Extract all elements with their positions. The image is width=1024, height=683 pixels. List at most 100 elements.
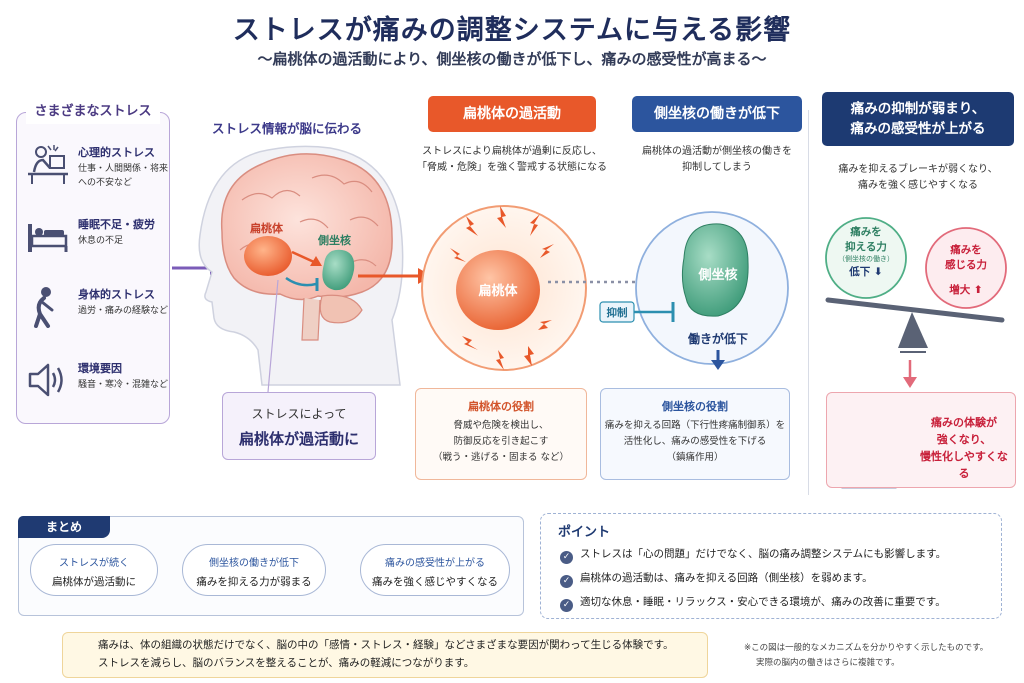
check-icon: ✓ xyxy=(560,599,573,612)
accumbens-circle-label: 側坐核 xyxy=(698,268,738,283)
pain-feel-line1: 痛みを xyxy=(950,244,982,256)
page-title: ストレスが痛みの調整システムに与える影響 xyxy=(232,15,792,46)
stress-item-title: 身体的ストレス xyxy=(78,288,155,301)
inhibit-label: 抑制 xyxy=(606,307,628,319)
brain-section-title: ストレス情報が脳に伝わる xyxy=(212,121,363,136)
result-desc: 痛みを抑えるブレーキが弱くなり、 痛みを強く感じやすくなる xyxy=(818,162,1018,194)
tip-box xyxy=(62,632,708,678)
amygdala-badge: 扁桃体の過活動 xyxy=(428,96,596,132)
bed-icon xyxy=(28,224,68,252)
inhibit-tag xyxy=(599,301,635,323)
amygdala-role-line1: 脅威や危険を検出し、 xyxy=(453,420,549,431)
pain-experience-line3: 慢性化しやすくなる xyxy=(920,450,1008,480)
accumbens-role-box: 側坐核の役割 痛みを抑える回路（下行性疼痛制御系）を 活性化し、痛みの感受性を下… xyxy=(600,388,790,480)
accumbens-role-title: 側坐核の役割 xyxy=(662,400,728,413)
pain-experience-line1: 痛みの体験が xyxy=(931,416,997,429)
amygdala-desc: ストレスにより扁桃体が過剰に反応し、 「脅威・危険」を強く警戒する状態になる xyxy=(402,144,622,176)
seesaw-beam xyxy=(825,297,1005,323)
stress-item: 睡眠不足・疲労 休息の不足 xyxy=(22,212,168,272)
accumbens-role-line1: 痛みを抑える回路（下行性疼痛制御系）を xyxy=(604,420,786,431)
stress-item: 環境要因 騒音・寒冷・混雑など xyxy=(22,356,168,416)
summary-step-bottom: 扁桃体が過活動に xyxy=(52,576,136,588)
stress-item-detail: 過労・痛みの経験など xyxy=(78,306,169,316)
point-item: ✓適切な休息・睡眠・リラックス・安心できる環境が、痛みの改善に重要です。 xyxy=(560,594,946,612)
inhibit-line xyxy=(285,276,317,287)
pain-experience-line2: 強くなり、 xyxy=(936,433,992,446)
stress-item: 心理的ストレス 仕事・人間関係・将来への不安など xyxy=(22,140,168,200)
summary-step: ストレスが続く 扁桃体が過活動に xyxy=(30,544,158,596)
decline-label: 働きが低下 xyxy=(687,332,748,346)
accumbens-desc: 扁桃体の過活動が側坐核の働きを 抑制してしまう xyxy=(612,144,822,176)
pain-feel-line2: 感じる力 xyxy=(945,259,987,271)
amygdala-big xyxy=(456,250,540,330)
summary-step-bottom: 痛みを抑える力が弱まる xyxy=(196,576,312,588)
result-desc-line1: 痛みを抑えるブレーキが弱くなり、 xyxy=(838,164,998,175)
section-divider xyxy=(808,110,809,495)
accumbens-label: 側坐核 xyxy=(318,234,351,247)
decline-arrow-head xyxy=(711,360,725,370)
accumbens-role-line2: 活性化し、痛みの感受性を下げる xyxy=(623,436,767,447)
cerebellum xyxy=(319,294,363,324)
accumbens-role-line3: （鎮痛作用） xyxy=(666,452,724,463)
summary-step: 痛みの感受性が上がる 痛みを強く感じやすくなる xyxy=(360,544,510,596)
accumbens-desc-line1: 扁桃体の過活動が側坐核の働きを xyxy=(642,146,792,157)
pain-feel-circle xyxy=(925,227,1007,309)
tired-person-icon xyxy=(34,287,54,328)
stress-item: 身体的ストレス 過労・痛みの経験など xyxy=(22,282,168,342)
point-item: ✓扁桃体の過活動は、痛みを抑える回路（側坐核）を弱めます。 xyxy=(560,570,873,588)
pain-inhibit-text: 痛みを 抑える力 （側坐核の働き） 低下 ⬇ xyxy=(826,224,906,279)
amygdala-small xyxy=(244,236,292,276)
accumbens-small xyxy=(322,249,355,291)
accumbens-desc-line2: 抑制してしまう xyxy=(682,162,752,173)
point-item: ✓ストレスは「心の問題」だけでなく、脳の痛み調整システムにも影響します。 xyxy=(560,546,946,564)
pain-experience-box xyxy=(826,392,1016,488)
points-box xyxy=(540,513,1002,619)
stress-item-detail: 休息の不足 xyxy=(78,236,124,246)
pain-feel-text: 痛みを 感じる力 増大 ⬆ xyxy=(926,242,1006,297)
check-icon: ✓ xyxy=(560,575,573,588)
seesaw-fulcrum xyxy=(898,312,928,348)
summary-step-bottom: 痛みを強く感じやすくなる xyxy=(372,576,498,588)
brain-callout: ストレスによって 扁桃体が過活動に xyxy=(222,392,376,460)
amygdala-circle-label: 扁桃体 xyxy=(478,284,518,299)
accumbens-big xyxy=(681,223,749,317)
footnote-line2: 実際の脳内の働きはさらに複雑です。 xyxy=(756,658,900,668)
down-arrow-icon: ⬇ xyxy=(870,266,883,278)
callout-line1: ストレスによって xyxy=(251,407,347,421)
result-badge-line1: 痛みの抑制が弱まり、 xyxy=(850,101,986,117)
excite-arrow xyxy=(291,250,315,264)
brain-stem xyxy=(301,297,321,341)
stress-item-title: 環境要因 xyxy=(78,362,122,375)
amygdala-role-line2: 防御反応を引き起こす xyxy=(453,436,549,447)
summary-step-top: ストレスが続く xyxy=(59,558,129,569)
pain-experience-text: 痛みの体験が 強くなり、 慢性化しやすくなる xyxy=(918,414,1010,482)
result-badge-line2: 痛みの感受性が上がる xyxy=(850,121,986,137)
pain-inhibit-line4: 低下 ⬇ xyxy=(849,266,883,278)
summary-step: 側坐核の働きが低下 痛みを抑える力が弱まる xyxy=(182,544,326,596)
stress-item-title: 睡眠不足・疲労 xyxy=(78,218,155,231)
footnote-line1: ※この図は一般的なメカニズムを分かりやすく示したものです。 xyxy=(744,643,989,653)
amygdala-desc-line1: ストレスにより扁桃体が過剰に反応し、 xyxy=(422,146,602,157)
pain-inhibit-circle xyxy=(825,217,907,299)
tip-line1: 痛みは、体の組織の状態だけでなく、脳の中の「感情・ストレス・経験」などさまざまな… xyxy=(98,639,674,651)
amygdala-role-line3: （戦う・逃げる・固まる など） xyxy=(432,452,570,463)
alert-bolts xyxy=(450,206,554,370)
pain-inhibit-line2: 抑える力 xyxy=(845,241,887,253)
pain-feel-line3: 増大 ⬆ xyxy=(949,284,983,296)
desk-stress-icon xyxy=(28,145,68,184)
tip-line2: ストレスを減らし、脳のバランスを整えることが、痛みの軽減につながります。 xyxy=(98,657,475,669)
stress-panel-title: さまざまなストレス xyxy=(26,100,160,124)
result-desc-line2: 痛みを強く感じやすくなる xyxy=(858,180,978,191)
summary-step-top: 痛みの感受性が上がる xyxy=(385,558,485,569)
brain-shape xyxy=(220,153,393,301)
stress-item-detail: 騒音・寒冷・混雑など xyxy=(78,380,169,390)
amygdala-role-box: 扁桃体の役割 脅威や危険を検出し、 防御反応を引き起こす （戦う・逃げる・固まる… xyxy=(415,388,587,480)
tip-text: 痛みは、体の組織の状態だけでなく、脳の中の「感情・ストレス・経験」などさまざまな… xyxy=(98,636,674,672)
callout-pointer xyxy=(267,279,279,393)
excite-arrow-head xyxy=(310,256,322,266)
speaker-icon xyxy=(28,363,63,397)
amygdala-label: 扁桃体 xyxy=(250,222,283,235)
summary-step-top: 側坐核の働きが低下 xyxy=(209,558,299,569)
summary-title: まとめ xyxy=(18,516,110,538)
pain-inhibit-line1: 痛みを xyxy=(850,226,882,238)
